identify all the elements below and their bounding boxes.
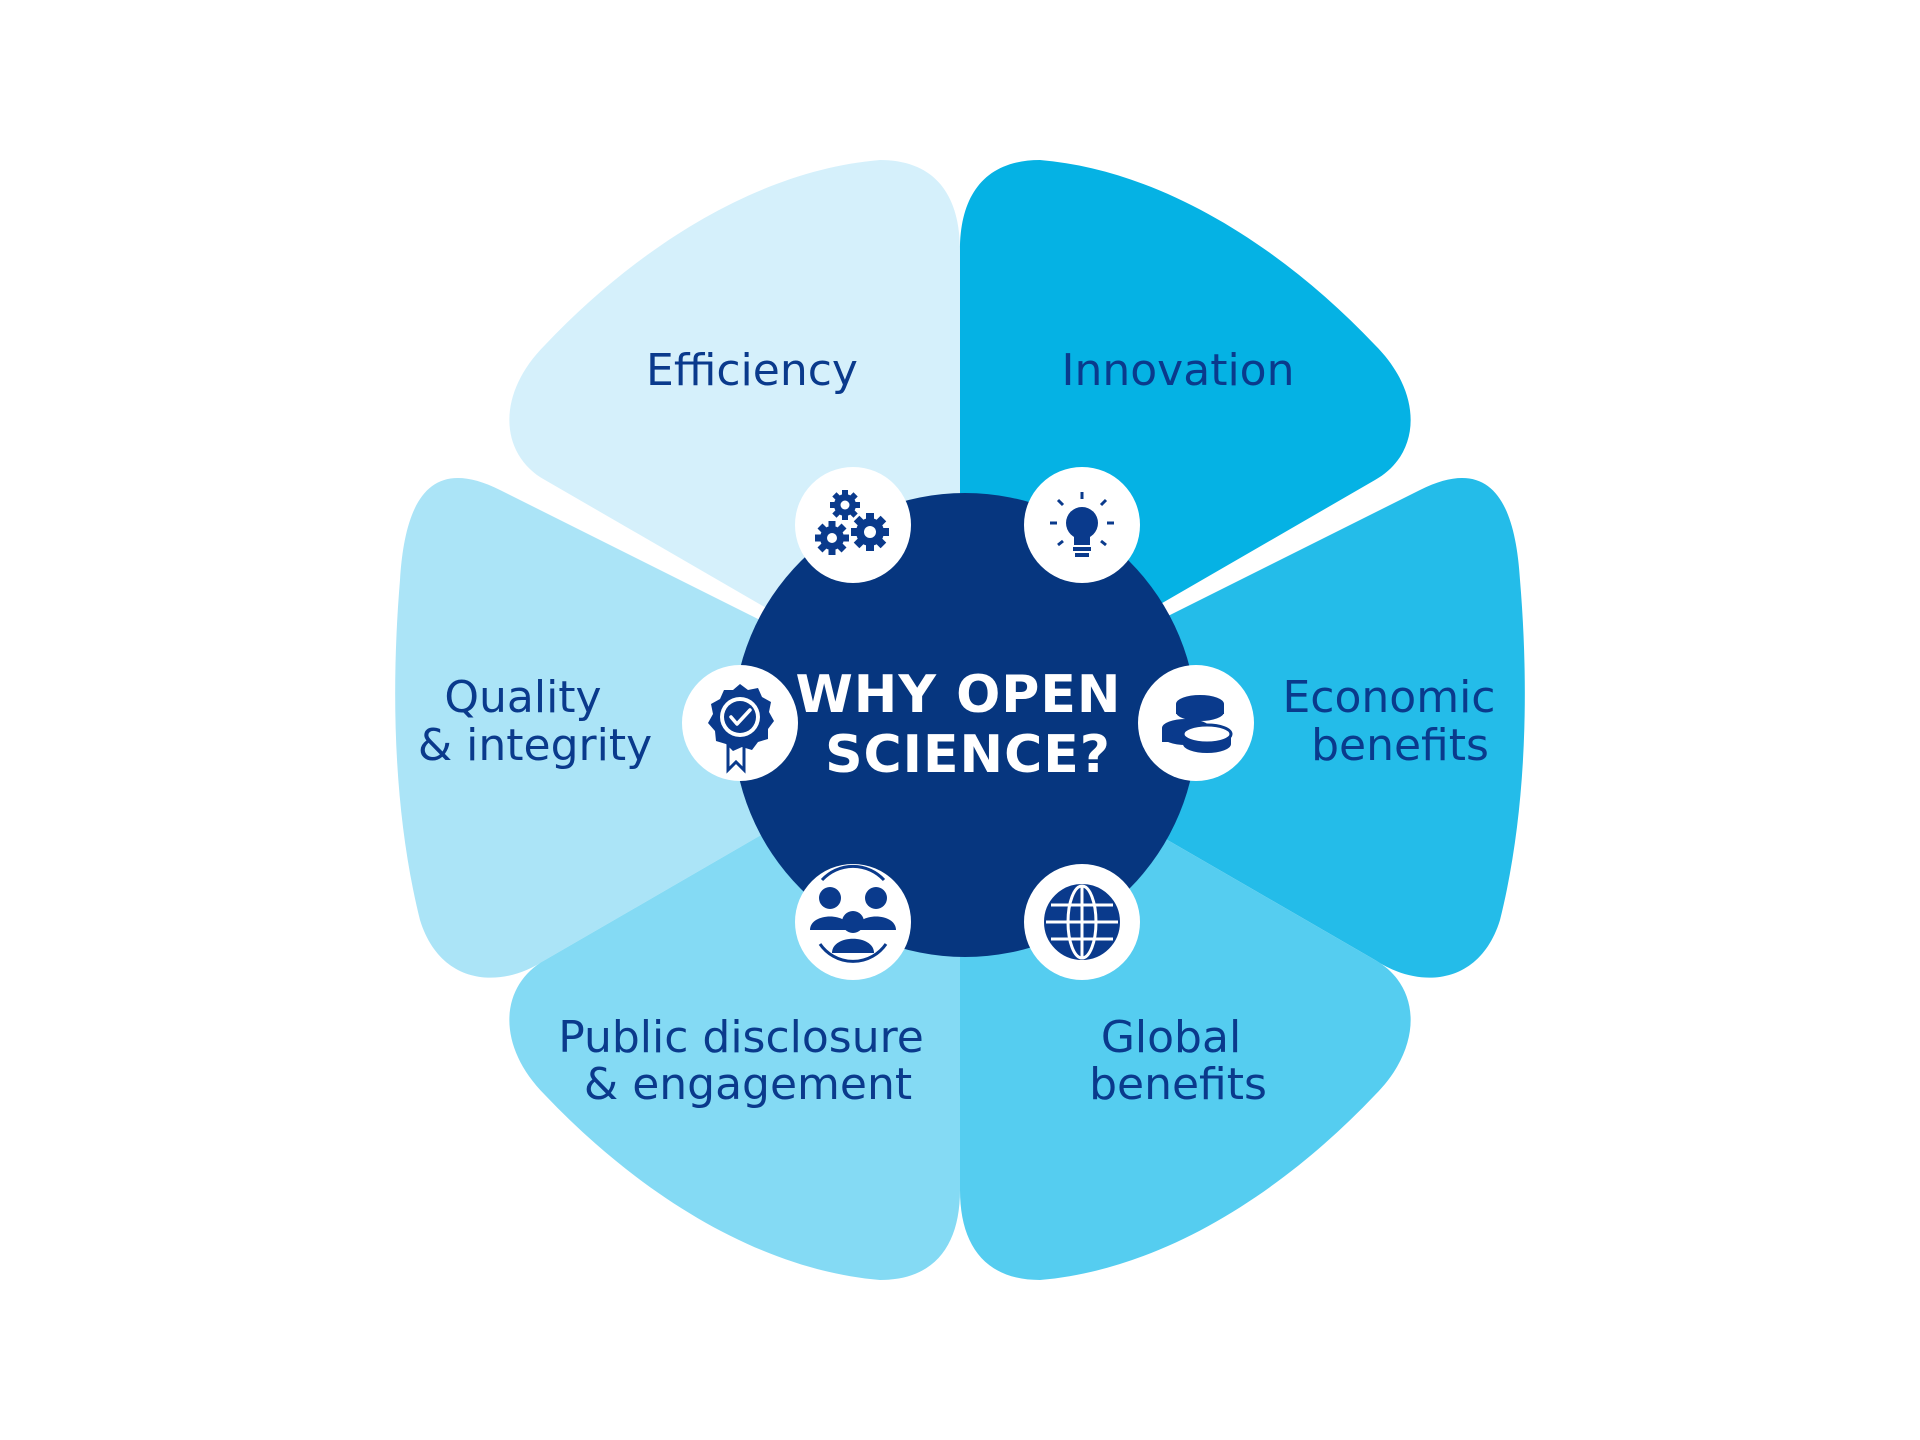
label-efficiency: Efficiency: [646, 345, 858, 396]
label-innovation: Innovation: [1062, 345, 1295, 396]
people-icon: [795, 864, 911, 980]
award-badge-icon: [682, 665, 798, 781]
label-global: Global benefits: [1089, 1012, 1267, 1110]
label-quality: Quality & integrity: [418, 672, 652, 771]
hub-title: WHY OPEN SCIENCE?: [795, 665, 1140, 785]
label-economic: Economic benefits: [1283, 672, 1510, 771]
gears-icon: [795, 467, 911, 583]
coins-icon: [1138, 665, 1254, 781]
hub-circle: [733, 493, 1197, 957]
lightbulb-icon: [1024, 467, 1140, 583]
label-public: Public disclosure & engagement: [558, 1012, 938, 1110]
petal-quality: [395, 477, 960, 978]
globe-icon: [1024, 864, 1140, 980]
